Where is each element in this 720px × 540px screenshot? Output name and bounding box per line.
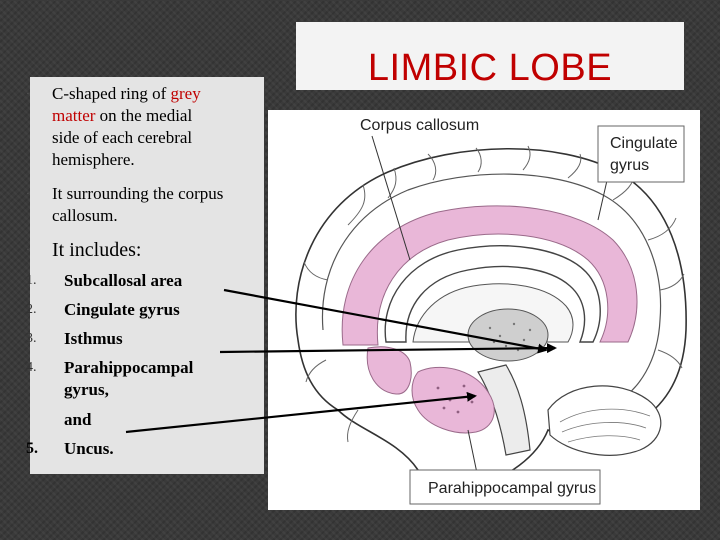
brain-diagram-svg: Corpus callosum Cingulate gyrus Parahipp… xyxy=(295,117,687,505)
cingulate-label-line1: Cingulate xyxy=(610,135,678,152)
corpus-callosum-label: Corpus callosum xyxy=(360,117,479,134)
grey-highlight: grey xyxy=(170,84,201,103)
thalamus-shape xyxy=(467,308,549,362)
brainstem-shape xyxy=(477,364,531,456)
list-item: 1. Subcallosal area xyxy=(26,271,183,290)
text-panel: · C-shaped ring of grey matter on the me… xyxy=(26,77,264,474)
cingulate-label-box xyxy=(597,125,685,183)
list-item: 5. Uncus. xyxy=(26,439,114,458)
cingulate-label-line2: gyrus xyxy=(610,157,649,174)
cingulate-gyrus-region xyxy=(341,205,638,346)
title-box: LIMBIC LOBE xyxy=(296,22,684,90)
bullet-dot-icon: · xyxy=(26,188,30,200)
cerebellum-folia xyxy=(559,408,651,443)
list-item: 3. Isthmus xyxy=(26,329,123,348)
brain-medial-view-figure: Corpus callosum Cingulate gyrus Parahipp… xyxy=(268,110,700,510)
list-item: 2. Cingulate gyrus xyxy=(26,300,180,319)
slide-title: LIMBIC LOBE xyxy=(367,46,613,89)
bullet-surrounding: · It surrounding the corpus callosum. xyxy=(26,184,224,225)
bullet-dot-icon: · xyxy=(26,88,30,100)
matter-highlight: matter xyxy=(52,106,96,125)
parahippocampal-label-box xyxy=(409,469,601,505)
list-item-continuation: gyrus, xyxy=(64,380,109,399)
gyri-ring xyxy=(321,173,662,406)
bullet-grey-matter: · C-shaped ring of grey matter on the me… xyxy=(26,84,201,169)
bullet-includes: · It includes: xyxy=(26,239,142,261)
list-item-continuation: and xyxy=(64,410,92,429)
corpus-callosum-shape xyxy=(384,245,601,343)
corpus-callosum-leader xyxy=(371,135,411,261)
parahippocampal-label: Parahippocampal gyrus xyxy=(428,480,596,497)
list-item: 4. Parahippocampal xyxy=(26,358,194,377)
bullet-dot-icon: · xyxy=(26,244,30,256)
